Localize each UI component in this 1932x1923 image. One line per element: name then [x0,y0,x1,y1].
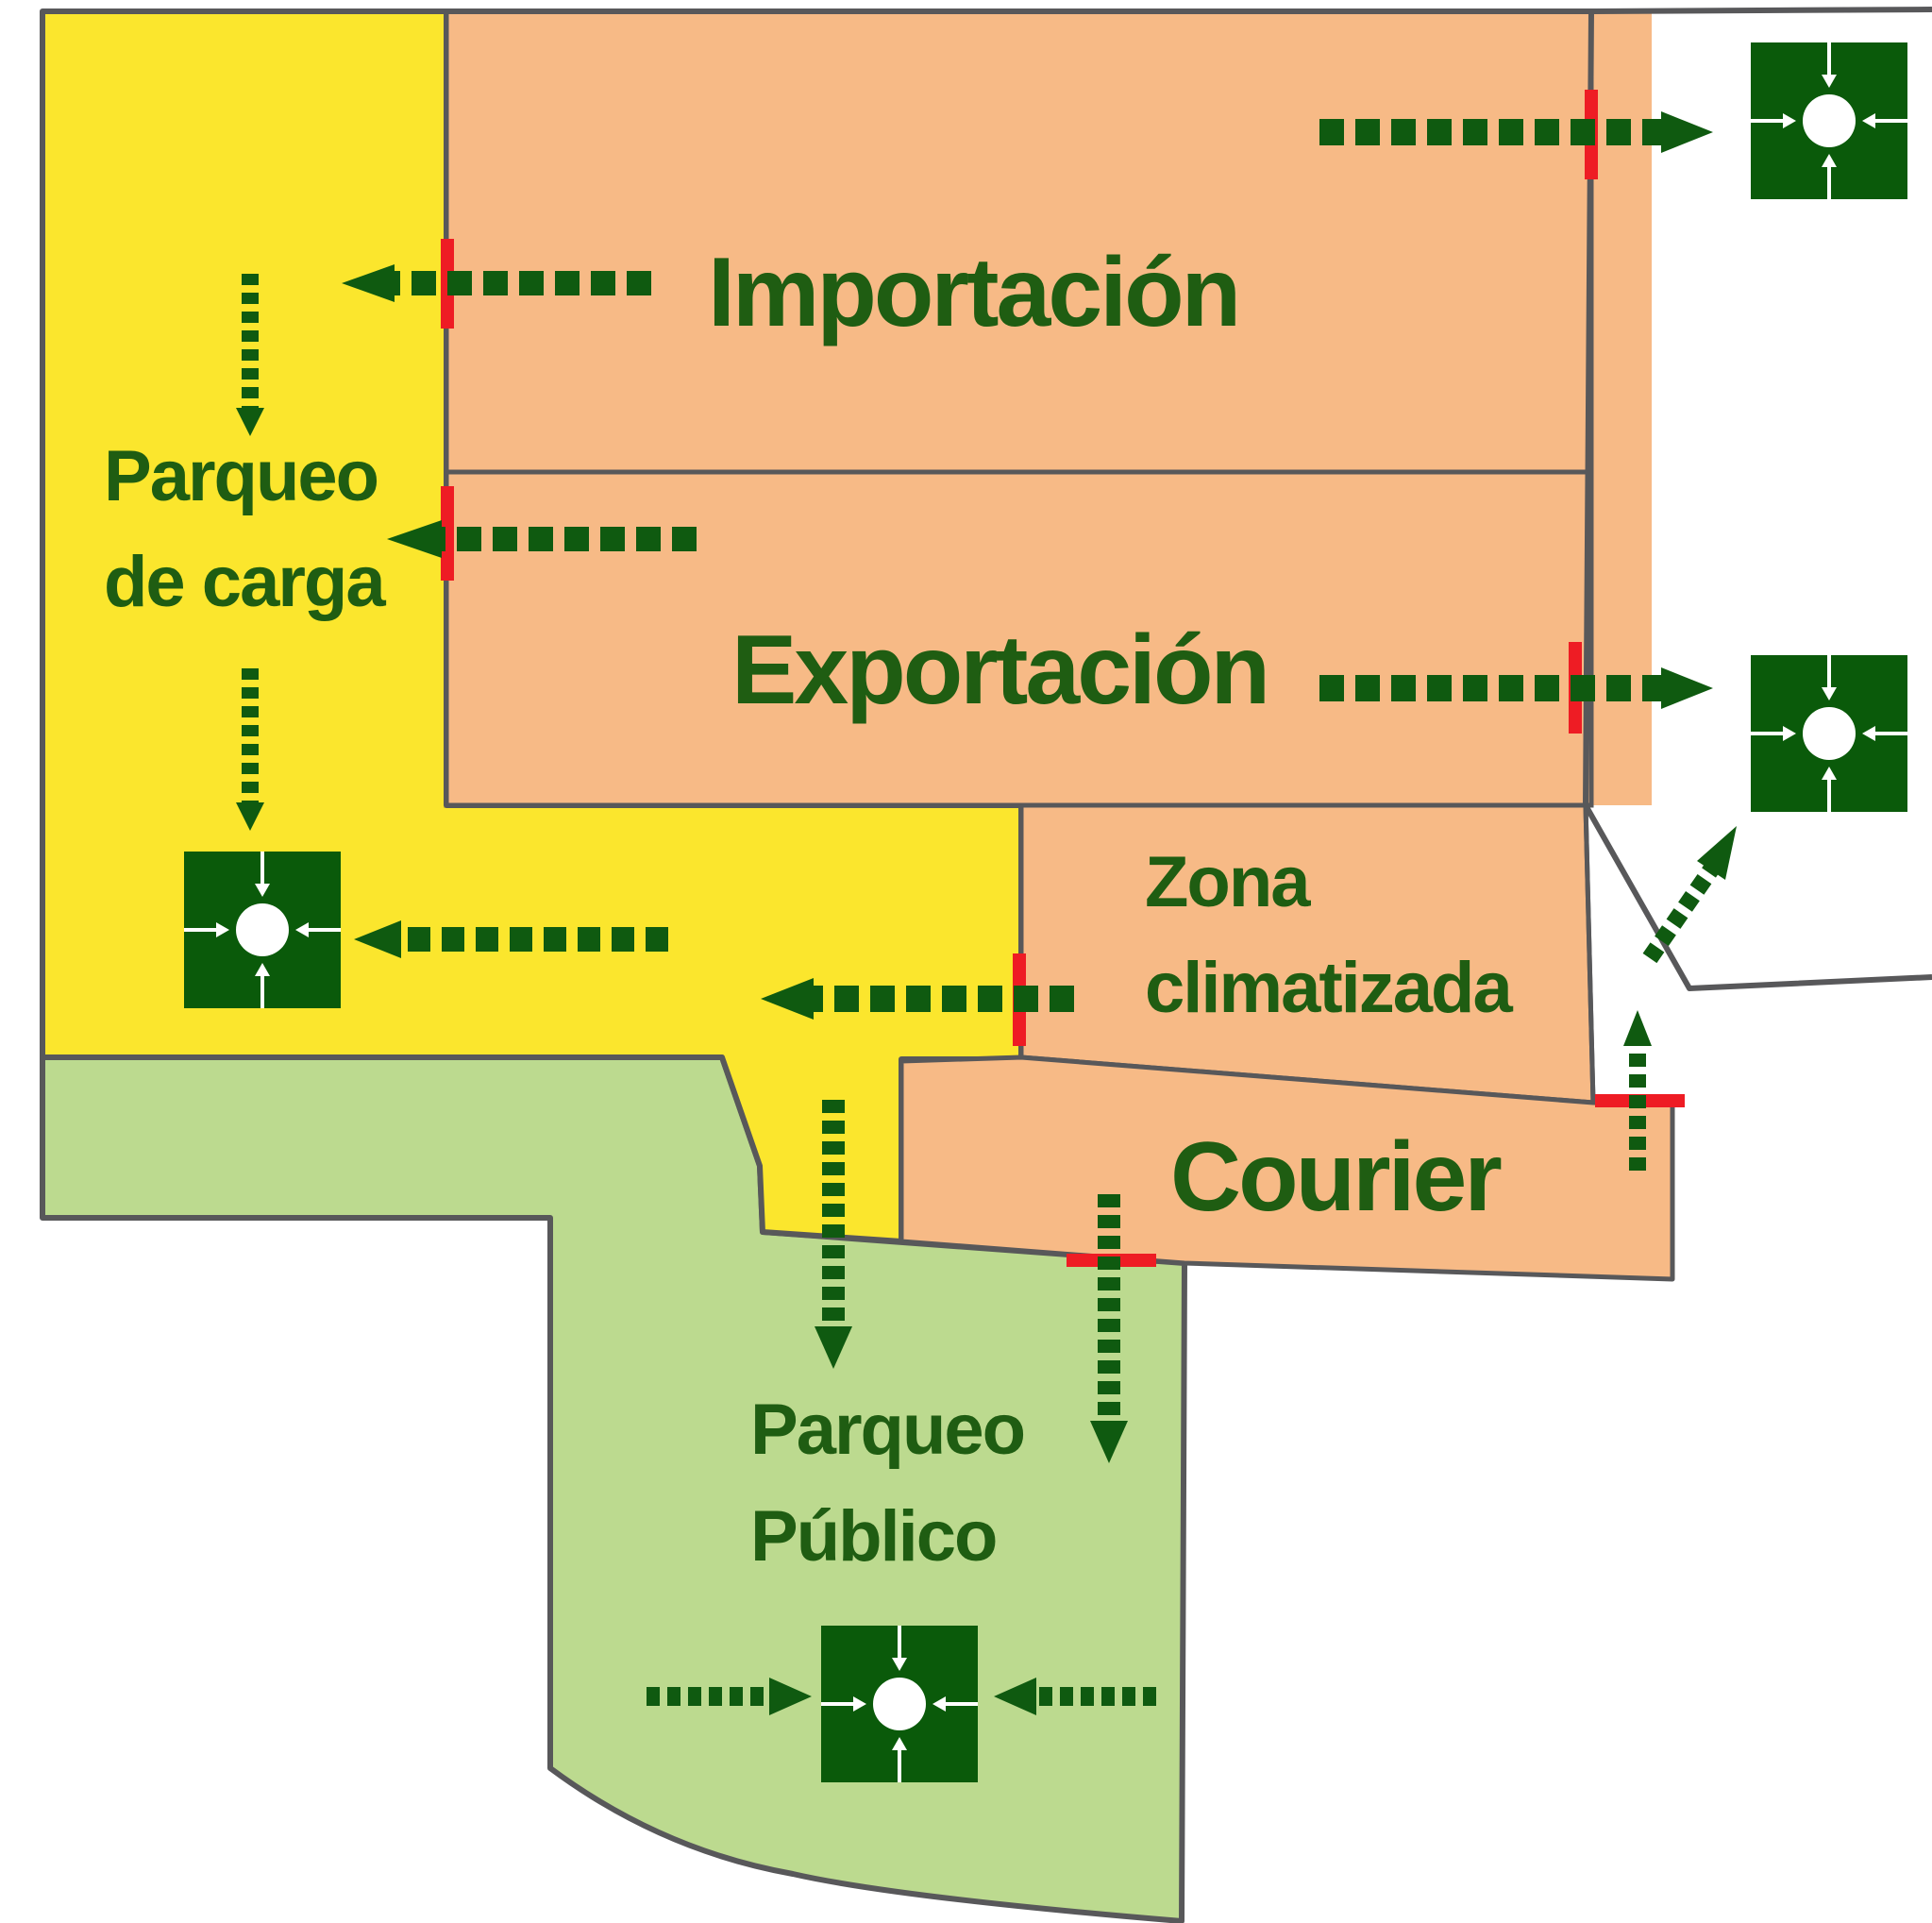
dashed-arrow-icon [236,274,264,436]
dashed-arrow-icon [815,1100,852,1369]
dashed-arrow-icon [387,520,697,558]
dashed-arrow-icon [236,668,264,831]
dashed-arrow-icon [1090,1194,1128,1463]
dashed-arrow-icon [1319,667,1713,709]
parqueo-publico-label-line1: Parqueo [750,1390,1024,1470]
dashed-arrow-icon [647,1678,812,1715]
courier-zone [899,1054,1675,1282]
importacion-label: Importación [708,238,1238,347]
parqueo-publico-label-line2: Público [750,1496,996,1577]
assembly-point-icon [821,1626,978,1782]
evacuation-routes [236,111,1737,1715]
dashed-arrow-icon [1623,1010,1652,1171]
assembly-point-icon [1751,655,1907,812]
dashed-arrow-icon [994,1678,1156,1715]
dashed-arrow-icon [342,264,651,302]
dashed-arrow-icon [354,920,668,958]
parqueo-carga-label-line1: Parqueo [104,436,378,516]
site-outline [42,7,1932,14]
zona-climatizada-label-line1: Zona [1145,842,1311,922]
exportacion-label: Exportación [731,616,1268,725]
assembly-point-icon [184,852,341,1008]
assembly-point-icon [1751,42,1907,199]
dashed-arrow-icon [1642,826,1737,964]
dashed-arrow-icon [1319,111,1713,153]
east-outline [1583,10,1932,991]
parqueo-carga-label-line2: de carga [104,542,386,622]
courier-label: Courier [1170,1122,1501,1232]
dashed-arrow-icon [761,978,1074,1020]
zona-climatizada-label-line2: climatizada [1145,948,1513,1028]
courier-east-outline [1583,804,1596,1104]
